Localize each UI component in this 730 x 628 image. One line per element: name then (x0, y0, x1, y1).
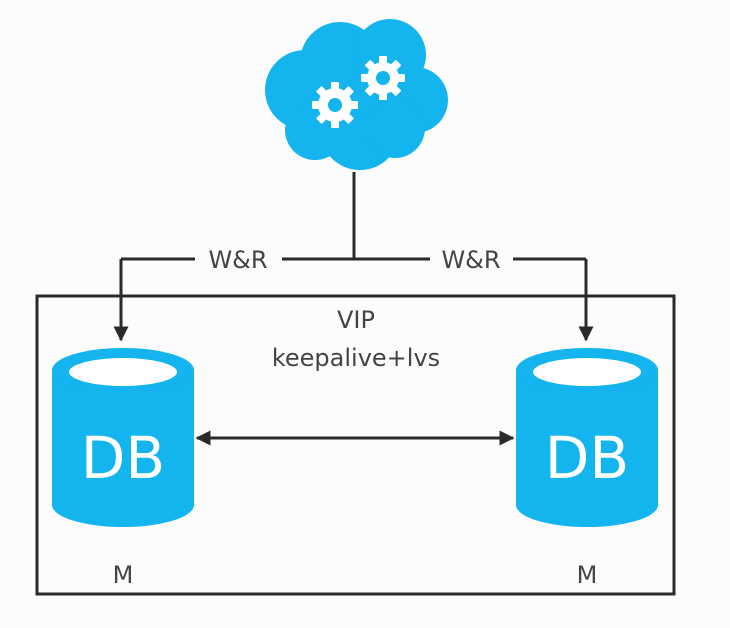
db-node-right: DB M (516, 348, 658, 589)
database-icon (516, 348, 658, 527)
db-label: DB (545, 424, 629, 492)
db-role-label: M (577, 561, 598, 589)
gear-icon (361, 56, 405, 100)
vip-title: VIP (337, 306, 375, 334)
edge-label-right: W&R (441, 246, 500, 274)
database-icon (52, 348, 194, 527)
vip-box (35, 294, 676, 596)
connectors (113, 172, 594, 342)
db-label: DB (81, 424, 165, 492)
db-role-label: M (113, 561, 134, 589)
db-node-left: DB M (52, 348, 194, 589)
gear-icon (312, 82, 358, 128)
edge-label-left: W&R (208, 246, 267, 274)
vip-subtitle: keepalive+lvs (272, 344, 440, 372)
cloud-gears-icon (265, 19, 448, 170)
